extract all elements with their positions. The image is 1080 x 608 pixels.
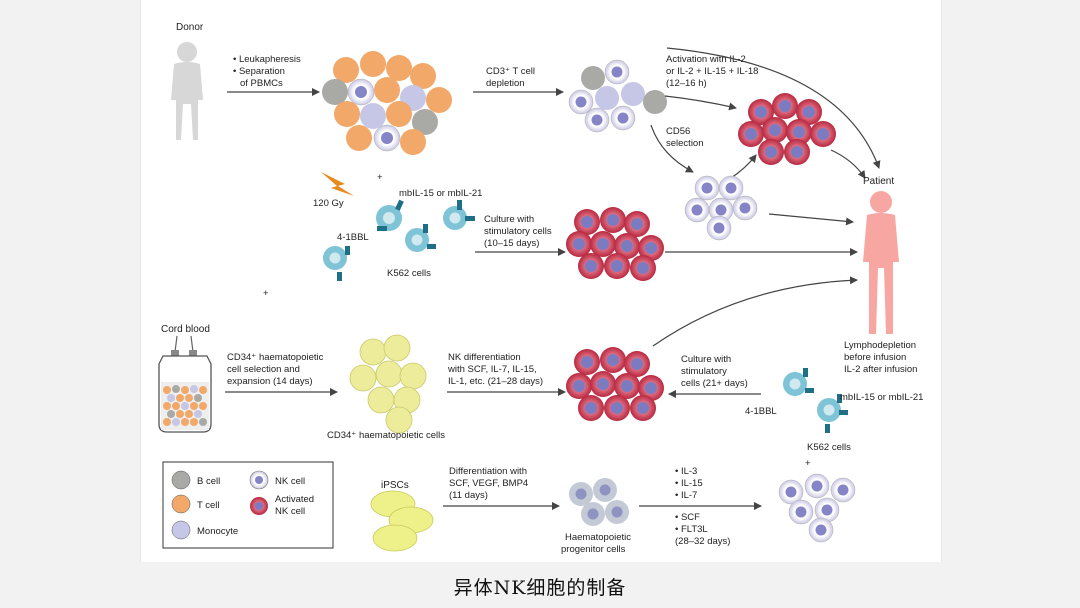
legend-monocyte: Monocyte	[197, 526, 238, 537]
il-text-4: • SCF	[675, 512, 700, 523]
mbil-label-1: mbIL-15 or mbIL-21	[399, 188, 482, 199]
nk-diff-text-3: IL-1, etc. (21–28 days)	[448, 376, 543, 387]
cd34-cells-label: CD34⁺ haematopoietic cells	[327, 430, 445, 441]
culture2-text-3: cells (21+ days)	[681, 378, 748, 389]
legend: B cell T cell Monocyte NK cell Activated…	[162, 461, 334, 549]
lympho-text-2: before infusion	[844, 352, 906, 363]
k562-cells-2	[783, 368, 848, 433]
cd34-selection-text-3: expansion (14 days)	[227, 376, 313, 387]
activated-nk-cluster-mid	[566, 207, 664, 281]
progenitor-cells	[569, 478, 629, 526]
il-text-2: • IL-15	[675, 478, 703, 489]
mbil-label-2: mbIL-15 or mbIL-21	[840, 392, 923, 403]
leuka-text-2: • Separation	[233, 66, 285, 77]
arrow-cd56-to-activation	[730, 154, 757, 179]
cd56-text-1: CD56	[666, 126, 690, 137]
k562-cells-1	[323, 199, 475, 281]
plus-sign-3: +	[805, 458, 811, 469]
cd3-text-1: CD3⁺ T cell	[486, 66, 535, 77]
nk-diff-text-1: NK differentiation	[448, 352, 521, 363]
ipsc-cells	[370, 490, 434, 552]
bbl-label-1: 4-1BBL	[337, 232, 369, 243]
lympho-text-1: Lymphodepletion	[844, 340, 916, 351]
cd3-text-2: depletion	[486, 78, 525, 89]
leuka-text-1: • Leukapheresis	[233, 54, 301, 65]
donor-label: Donor	[176, 22, 204, 33]
cd34-selection-text-2: cell selection and	[227, 364, 300, 375]
il-text-3: • IL-7	[675, 490, 697, 501]
patient-figure	[863, 191, 899, 334]
legend-t-cell: T cell	[197, 500, 220, 511]
figure-caption: 异体NK细胞的制备	[453, 577, 627, 599]
culture1-text-1: Culture with	[484, 214, 534, 225]
legend-activated-1: Activated	[275, 494, 314, 505]
k562-label-1: K562 cells	[387, 268, 431, 279]
lightning-icon	[321, 172, 354, 196]
cd56-text-2: selection	[666, 138, 704, 149]
figure-panel: Donor • Leukapheresis • Separation of PB…	[140, 0, 942, 562]
il-text-1: • IL-3	[675, 466, 697, 477]
cord-blood-label: Cord blood	[161, 324, 210, 335]
il-text-6: (28–32 days)	[675, 536, 730, 547]
depleted-cluster	[568, 59, 667, 133]
bbl-label-2: 4-1BBL	[745, 406, 777, 417]
activated-nk-cluster-top	[738, 93, 836, 165]
ipsc-diff-text-3: (11 days)	[449, 490, 488, 501]
legend-b-cell: B cell	[197, 476, 220, 487]
ipsc-diff-text-1: Differentiation with	[449, 466, 527, 477]
activation-text-2: or IL-2 + IL-15 + IL-18	[666, 66, 758, 77]
culture1-text-3: (10–15 days)	[484, 238, 539, 249]
culture1-text-2: stimulatory cells	[484, 226, 552, 237]
arrow-activation	[664, 95, 737, 111]
plus-sign-2: +	[263, 288, 269, 299]
cord-blood-bag	[158, 335, 212, 433]
pbmc-cluster	[322, 51, 452, 155]
ipsc-derived-nk-cluster	[778, 473, 856, 543]
arrow-cord-to-patient	[652, 276, 858, 347]
ipsc-diff-text-2: SCF, VEGF, BMP4	[449, 478, 528, 489]
leuka-text-3: of PBMCs	[240, 78, 283, 89]
activation-text-3: (12–16 h)	[666, 78, 707, 89]
nk-cell-preparation-diagram: Donor • Leukapheresis • Separation of PB…	[158, 22, 923, 555]
arrow-top-to-patient	[666, 47, 881, 169]
donor-figure	[171, 42, 203, 140]
culture2-text-1: Culture with	[681, 354, 731, 365]
arrow-cd56-selection	[650, 124, 694, 173]
gy-label: 120 Gy	[313, 198, 344, 209]
arrow-cd56-to-patient	[768, 213, 854, 226]
ipsc-label: iPSCs	[381, 480, 409, 491]
k562-label-2: K562 cells	[807, 442, 851, 453]
plus-sign-1: +	[377, 172, 383, 183]
cd34-selection-text-1: CD34⁺ haematopoietic	[227, 352, 324, 363]
activation-text-1: Activation with IL-2	[666, 54, 746, 65]
patient-label: Patient	[863, 176, 894, 187]
cd34-cells	[349, 334, 427, 434]
lympho-text-3: IL-2 after infusion	[844, 364, 917, 375]
hpc-text-1: Haematopoietic	[565, 532, 631, 543]
activated-nk-cluster-cord	[566, 347, 664, 421]
legend-nk-cell: NK cell	[275, 476, 305, 487]
cd56-nk-cluster	[684, 175, 758, 241]
hpc-text-2: progenitor cells	[561, 544, 626, 555]
legend-activated-2: NK cell	[275, 506, 305, 517]
culture2-text-2: stimulatory	[681, 366, 727, 377]
arrow-activated-to-patient	[830, 149, 866, 179]
il-text-5: • FLT3L	[675, 524, 708, 535]
nk-diff-text-2: with SCF, IL-7, IL-15,	[447, 364, 537, 375]
